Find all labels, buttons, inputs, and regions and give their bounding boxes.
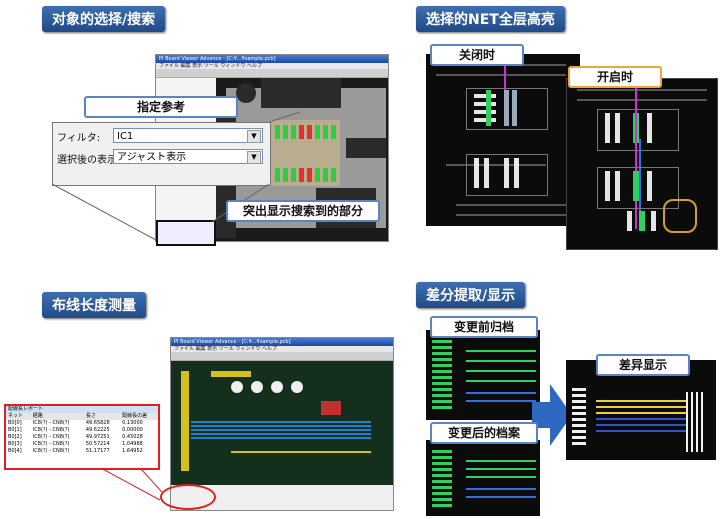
after-select-value: アジャスト表示 [117,152,187,163]
section-title-diff-extract: 差分提取/显示 [416,282,526,308]
col-header-route: 経路 [32,413,43,419]
search-form-source-box [156,220,216,246]
cell-length: 51.17177 [85,448,110,454]
col-header-length: 長さ [85,413,96,419]
cell-net: B0[3] [8,441,22,447]
cell-route: IC8(?) - CN8(?) [32,427,70,433]
col-header-net: ネット [8,413,24,419]
length-report-title: 配線長レポート [6,406,158,413]
window-title-bar: PI Board Viewer Advance - [C:¥...¥sample… [156,55,388,63]
pcb-view-after [426,440,540,516]
callout-specify-reference: 指定参考 [84,96,238,118]
section-title-object-select: 对象的选择/搜索 [42,6,166,32]
filter-label: フィルタ: [57,133,101,144]
pcb-view-before [426,330,540,420]
pcb-view-diff [566,360,716,460]
cell-net: B0[2] [8,434,22,440]
length-report-panel: 配線長レポート ネット 経路 長さ 配線長の差 B0[0] IC8(?) - C… [4,404,160,470]
table-row[interactable]: B0[4] IC8(?) - CN8(?) 51.17177 1.64952 [6,448,158,455]
cell-diff: 0.13000 [122,420,143,426]
cell-length: 49.97251 [85,434,110,440]
section-title-length-measure: 布线长度测量 [42,292,146,318]
filter-value: IC1 [117,131,134,142]
chevron-down-icon[interactable]: ▼ [247,130,261,143]
menu-bar[interactable]: ファイル 編集 表示 ツール ウィンドウ ヘルプ [171,346,393,352]
cell-length: 49.62225 [85,427,110,433]
table-row[interactable]: B0[3] IC8(?) - CN8(?) 50.57214 1.04988 [6,441,158,448]
after-select-label: 選択後の表示: [57,155,121,166]
callout-after-archive: 变更后的档案 [430,422,538,444]
cell-net: B0[4] [8,448,22,454]
cell-route: IC8(?) - CN8(?) [32,441,70,447]
callout-highlight-results: 突出显示搜索到的部分 [226,200,380,222]
callout-off: 关闭时 [430,44,524,66]
cell-route: IC8(?) - CN8(?) [32,434,70,440]
pcb-view-highlight-off [426,54,580,226]
cell-route: IC8(?) - CN8(?) [32,420,70,426]
toolbar[interactable] [171,352,393,361]
chevron-down-icon[interactable]: ▼ [247,151,261,164]
diff-arrow-icon [532,384,572,446]
col-header-diff: 配線長の差 [122,413,148,419]
menu-bar[interactable]: ファイル 編集 表示 ツール ウィンドウ ヘルプ [156,63,388,69]
highlighted-component-ic1 [270,120,340,186]
cell-diff: 1.64952 [122,448,143,454]
length-report-table: ネット 経路 長さ 配線長の差 B0[0] IC8(?) - CN8(?) 49… [6,413,158,455]
table-row[interactable]: B0[2] IC8(?) - CN8(?) 49.97251 0.45028 [6,434,158,441]
window-title-bar: PI Board Viewer Advance - [C:¥...¥sample… [171,338,393,346]
filter-combobox[interactable]: IC1 ▼ [113,128,263,143]
cell-length: 49.65828 [85,420,110,426]
cell-diff: 0.45028 [122,434,143,440]
cell-diff: 0.00000 [122,427,143,433]
report-source-highlight [160,484,216,510]
pcb-view-highlight-on [566,78,718,250]
cell-diff: 1.04988 [122,441,143,447]
table-row[interactable]: B0[0] IC8(?) - CN8(?) 49.65828 0.13000 [6,420,158,427]
cell-net: B0[0] [8,420,22,426]
callout-on: 开启时 [568,66,662,88]
cell-net: B0[1] [8,427,22,433]
toolbar[interactable] [156,69,388,78]
search-form-zoom: フィルタ: IC1 ▼ 選択後の表示: アジャスト表示 ▼ [52,122,271,186]
pcb-canvas[interactable] [171,361,393,485]
cell-length: 50.57214 [85,441,110,447]
callout-diff-display: 差异显示 [596,354,690,376]
table-row[interactable]: B0[1] IC8(?) - CN8(?) 49.62225 0.00000 [6,427,158,434]
after-select-combobox[interactable]: アジャスト表示 ▼ [113,149,263,164]
callout-before-archive: 变更前归档 [430,316,538,338]
cell-route: IC8(?) - CN8(?) [32,448,70,454]
section-title-net-highlight: 选择的NET全层高亮 [416,6,565,32]
